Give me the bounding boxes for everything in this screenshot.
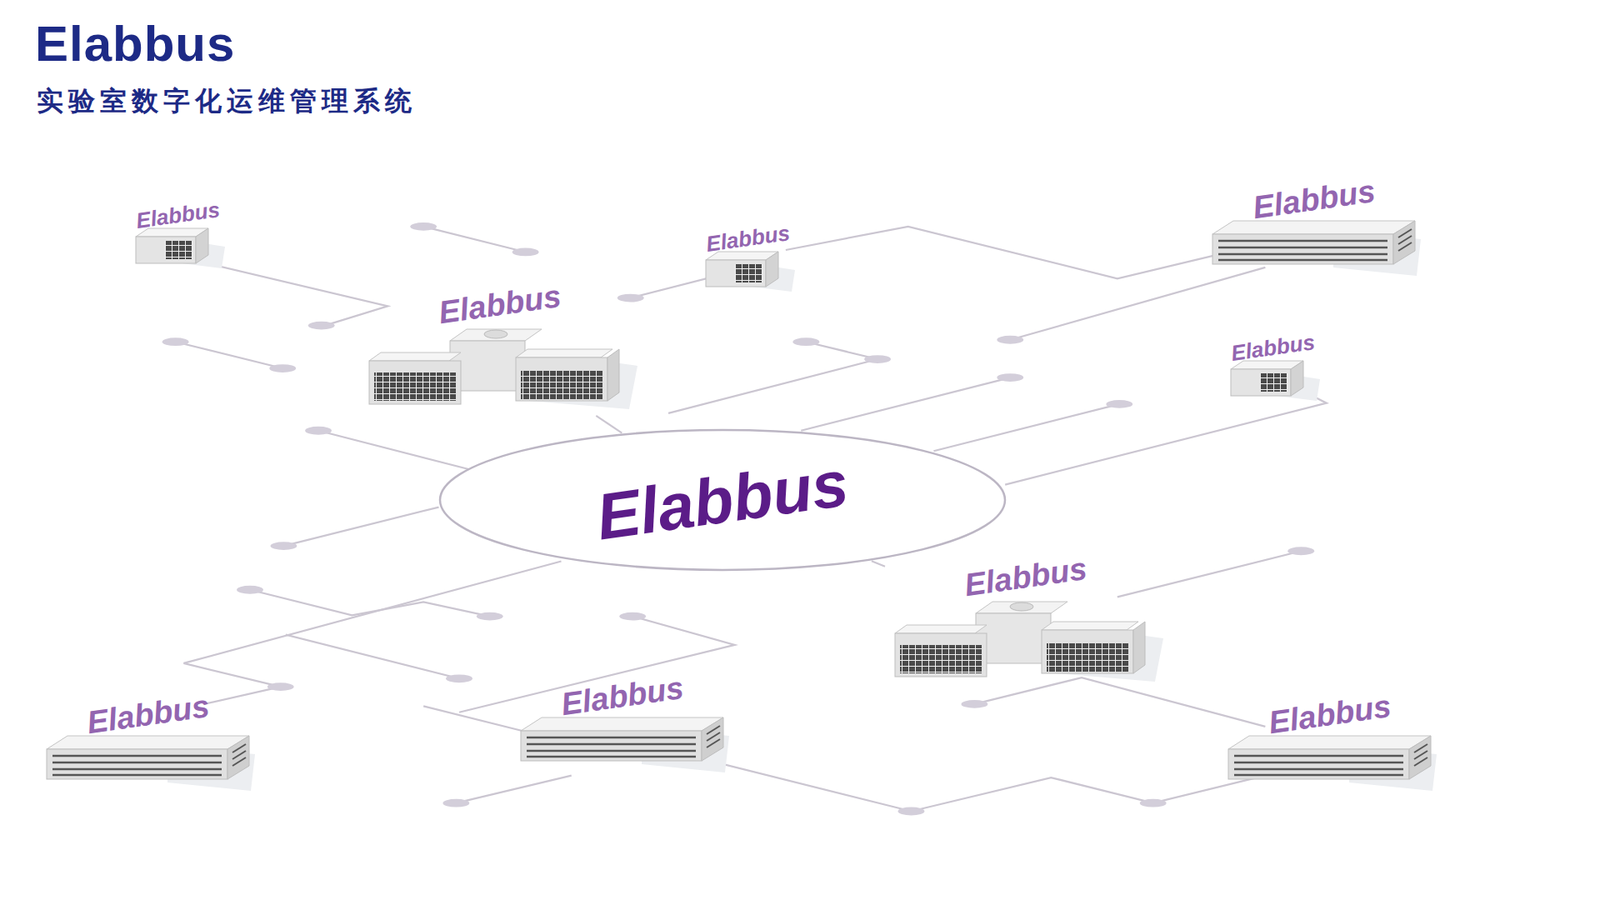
connector <box>871 560 885 567</box>
building-label: Elabbus <box>1266 689 1394 741</box>
building-label: Elabbus <box>1250 174 1378 226</box>
building-icon <box>1208 212 1421 278</box>
server-building: Elabbus <box>128 203 229 271</box>
building-icon <box>362 317 638 416</box>
server-building: Elabbus <box>885 560 1167 689</box>
building-label: Elabbus <box>962 551 1090 604</box>
server-building: Elabbus <box>39 697 259 793</box>
page-subtitle: 实验室数字化运维管理系统 <box>36 83 417 120</box>
server-building: Elabbus <box>359 287 641 416</box>
building-icon <box>888 590 1164 689</box>
server-building: Elabbus <box>698 226 799 295</box>
building-label: Elabbus <box>559 670 686 723</box>
server-building: Elabbus <box>513 679 733 775</box>
building-label: Elabbus <box>1230 330 1317 365</box>
server-building: Elabbus <box>1223 335 1324 404</box>
building-label: Elabbus <box>135 197 222 233</box>
building-label: Elabbus <box>85 689 212 741</box>
building-label: Elabbus <box>705 220 792 256</box>
building-icon <box>516 709 730 775</box>
server-building: Elabbus <box>1205 182 1425 278</box>
page-title: Elabbus <box>35 15 235 73</box>
hub-ellipse: Elabbus <box>438 428 1007 572</box>
server-building: Elabbus <box>1220 697 1440 793</box>
building-icon <box>1224 727 1437 793</box>
connector <box>595 415 622 434</box>
building-label: Elabbus <box>436 279 564 331</box>
building-icon <box>42 727 255 793</box>
